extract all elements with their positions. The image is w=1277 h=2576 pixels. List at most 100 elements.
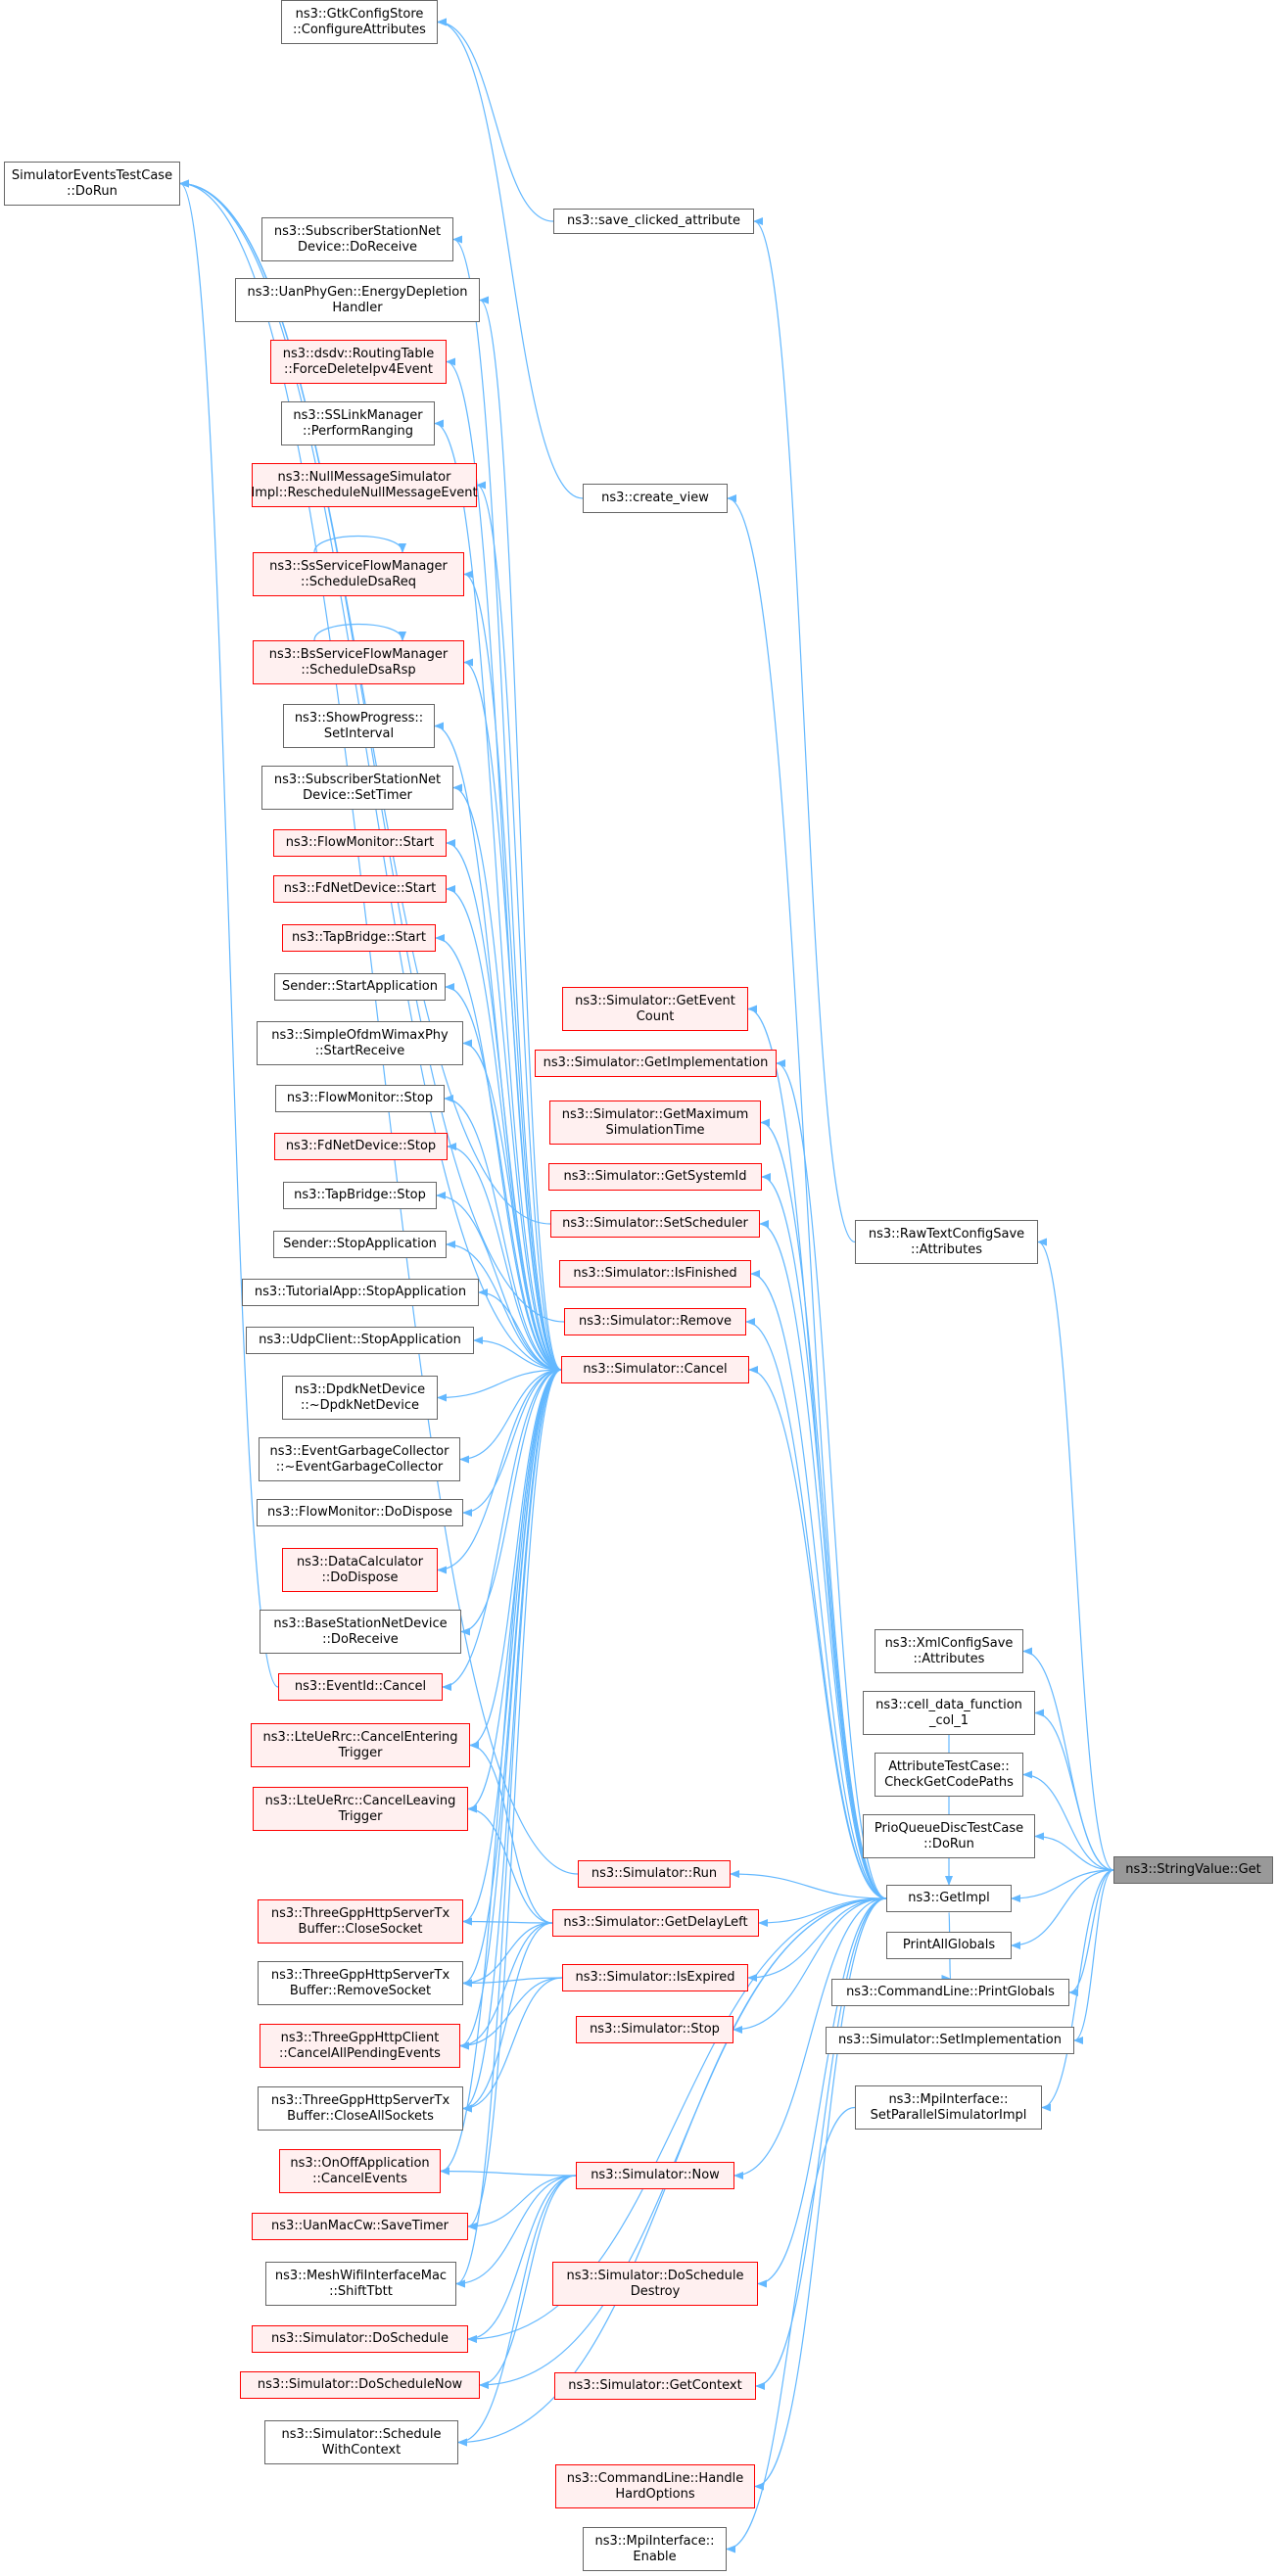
graph-node-attr_testcase[interactable]: AttributeTestCase::CheckGetCodePaths	[875, 1753, 1023, 1797]
graph-node-sim_isexpired[interactable]: ns3::Simulator::IsExpired	[562, 1964, 748, 1991]
graph-node-eventid_cancel[interactable]: ns3::EventId::Cancel	[278, 1673, 443, 1701]
node-label: ns3::FlowMonitor::Stop	[287, 1091, 433, 1106]
node-label-line: Destroy	[630, 2283, 681, 2299]
graph-node-showprogress[interactable]: ns3::ShowProgress::SetInterval	[283, 704, 435, 748]
graph-node-sim_cancel[interactable]: ns3::Simulator::Cancel	[561, 1356, 749, 1383]
graph-node-tapbridge_start[interactable]: ns3::TapBridge::Start	[282, 924, 436, 952]
node-label: ns3::Simulator::GetImplementation	[544, 1055, 769, 1071]
graph-node-sim_doschedule[interactable]: ns3::Simulator::DoSchedule	[252, 2325, 468, 2353]
graph-node-sim_setimpl[interactable]: ns3::Simulator::SetImplementation	[826, 2027, 1074, 2054]
graph-node-printallglobals[interactable]: PrintAllGlobals	[886, 1932, 1012, 1959]
graph-node-prioqueue_doRun[interactable]: PrioQueueDiscTestCase::DoRun	[863, 1814, 1035, 1858]
graph-node-sim_getcontext[interactable]: ns3::Simulator::GetContext	[554, 2372, 756, 2400]
node-label-line: ns3::StringValue::Get	[1125, 1862, 1261, 1877]
graph-node-cmdline_printglobals[interactable]: ns3::CommandLine::PrintGlobals	[831, 1979, 1069, 2006]
graph-node-sender_startapp[interactable]: Sender::StartApplication	[274, 973, 446, 1001]
graph-node-datacalc_dodispose[interactable]: ns3::DataCalculator::DoDispose	[282, 1548, 438, 1592]
graph-node-flowmon_stop[interactable]: ns3::FlowMonitor::Stop	[275, 1085, 445, 1112]
graph-node-fdnet_start[interactable]: ns3::FdNetDevice::Start	[273, 875, 447, 903]
node-label: ns3::Simulator::SetImplementation	[838, 2033, 1062, 2048]
graph-node-mpi_setparallel[interactable]: ns3::MpiInterface::SetParallelSimulatorI…	[855, 2085, 1042, 2130]
graph-node-xml_attrs[interactable]: ns3::XmlConfigSave::Attributes	[875, 1629, 1023, 1673]
graph-node-sim_remove[interactable]: ns3::Simulator::Remove	[564, 1308, 746, 1335]
call-edge-getimpl-to-sim_now	[733, 1897, 887, 2179]
graph-node-dpdk_dtor[interactable]: ns3::DpdkNetDevice::~DpdkNetDevice	[282, 1376, 438, 1420]
node-label-line: ns3::Simulator::SetScheduler	[562, 1216, 748, 1231]
graph-node-cell_data[interactable]: ns3::cell_data_function_col_1	[863, 1691, 1035, 1735]
node-label-line: ns3::DataCalculator	[296, 1554, 424, 1569]
graph-node-simpleofdm[interactable]: ns3::SimpleOfdmWimaxPhy::StartReceive	[257, 1021, 463, 1065]
graph-node-onoff_cancel[interactable]: ns3::OnOffApplication::CancelEvents	[279, 2149, 441, 2193]
graph-node-rawtext_attrs[interactable]: ns3::RawTextConfigSave::Attributes	[855, 1220, 1038, 1264]
call-edge-sim_getdelayleft-to-http_client_cancel	[459, 1922, 553, 2050]
graph-node-mpi_enable[interactable]: ns3::MpiInterface::Enable	[583, 2527, 727, 2571]
call-edge-sim_cancel-to-egc_dtor	[459, 1369, 562, 1464]
node-label-line: Impl::RescheduleNullMessageEvent	[251, 485, 478, 500]
graph-node-sim_now[interactable]: ns3::Simulator::Now	[576, 2162, 734, 2189]
graph-node-sim_events_testcase[interactable]: SimulatorEventsTestCase::DoRun	[4, 162, 180, 206]
call-edge-create_view-to-gtk_configure	[437, 18, 584, 499]
graph-node-sim_setscheduler[interactable]: ns3::Simulator::SetScheduler	[550, 1210, 760, 1238]
graph-node-egc_dtor[interactable]: ns3::EventGarbageCollector::~EventGarbag…	[259, 1437, 460, 1481]
graph-node-tutorial_stopapp[interactable]: ns3::TutorialApp::StopApplication	[242, 1279, 479, 1306]
call-edge-sim_now-to-sim_doschedulenow	[479, 2175, 577, 2389]
graph-node-save_clicked[interactable]: ns3::save_clicked_attribute	[553, 209, 754, 234]
node-label: ns3::MpiInterface::SetParallelSimulatorI…	[871, 2092, 1027, 2124]
graph-node-sim_stop[interactable]: ns3::Simulator::Stop	[576, 2016, 733, 2043]
graph-node-mesh_shifttbtt[interactable]: ns3::MeshWifiInterfaceMac::ShiftTbtt	[265, 2262, 456, 2306]
call-edge-sim_now-to-sim_doschedule	[467, 2175, 577, 2343]
call-edge-getimpl-to-sim_getcontext	[755, 1897, 887, 2390]
graph-node-udpclient_stopapp[interactable]: ns3::UdpClient::StopApplication	[246, 1327, 474, 1354]
graph-node-fdnet_stop[interactable]: ns3::FdNetDevice::Stop	[274, 1133, 448, 1160]
graph-node-sim_getdelayleft[interactable]: ns3::Simulator::GetDelayLeft	[552, 1909, 759, 1937]
graph-node-flowmon_start[interactable]: ns3::FlowMonitor::Start	[273, 829, 447, 857]
call-edge-sim_cancel-to-tutorial_stopapp	[478, 1288, 562, 1371]
call-edge-sim_now-to-uanmac_savetimer	[467, 2175, 577, 2230]
graph-node-sim_run[interactable]: ns3::Simulator::Run	[578, 1860, 731, 1888]
call-edge-sim_isexpired-to-http_closeall	[462, 1977, 563, 2113]
graph-node-tapbridge_stop[interactable]: ns3::TapBridge::Stop	[283, 1182, 437, 1209]
graph-node-sslink_perform[interactable]: ns3::SSLinkManager::PerformRanging	[281, 401, 435, 445]
call-edge-sim_cancel-to-http_removesocket	[462, 1369, 562, 1988]
self-loop-edge-ss_sched_dsareq	[313, 535, 406, 553]
graph-node-sim_doschedulenow[interactable]: ns3::Simulator::DoScheduleNow	[240, 2371, 480, 2399]
graph-node-sim_getimpl_m[interactable]: ns3::Simulator::GetImplementation	[535, 1050, 777, 1077]
graph-node-create_view[interactable]: ns3::create_view	[583, 484, 728, 513]
graph-node-gtk_configure[interactable]: ns3::GtkConfigStore::ConfigureAttributes	[281, 0, 438, 44]
node-label: AttributeTestCase::CheckGetCodePaths	[884, 1759, 1014, 1791]
node-label-line: ::ScheduleDsaReq	[301, 574, 416, 589]
node-label-line: Trigger	[338, 1808, 383, 1824]
graph-node-uanmac_savetimer[interactable]: ns3::UanMacCw::SaveTimer	[252, 2213, 468, 2240]
node-label-line: ::StartReceive	[314, 1043, 405, 1058]
graph-node-bs_sched_dsarsp[interactable]: ns3::BsServiceFlowManager::ScheduleDsaRs…	[253, 640, 464, 684]
graph-node-getimpl[interactable]: ns3::GetImpl	[886, 1885, 1012, 1912]
graph-node-sim_isfinished[interactable]: ns3::Simulator::IsFinished	[559, 1260, 751, 1288]
graph-node-flowmon_dodispose[interactable]: ns3::FlowMonitor::DoDispose	[257, 1499, 463, 1526]
graph-node-dsdv_force[interactable]: ns3::dsdv::RoutingTable::ForceDeleteIpv4…	[270, 340, 447, 384]
graph-node-ss_sched_dsareq[interactable]: ns3::SsServiceFlowManager::ScheduleDsaRe…	[253, 552, 464, 596]
graph-node-http_client_cancel[interactable]: ns3::ThreeGppHttpClient::CancelAllPendin…	[260, 2024, 460, 2068]
call-edge-getimpl-to-sim_stop	[733, 1897, 887, 2034]
graph-node-bsnet_doreceive[interactable]: ns3::BaseStationNetDevice::DoReceive	[260, 1610, 461, 1654]
graph-node-sim_getsystemid[interactable]: ns3::Simulator::GetSystemId	[548, 1163, 762, 1191]
node-label-line: ns3::TapBridge::Stop	[294, 1188, 426, 1202]
graph-node-sender_stopapp[interactable]: Sender::StopApplication	[273, 1231, 447, 1258]
